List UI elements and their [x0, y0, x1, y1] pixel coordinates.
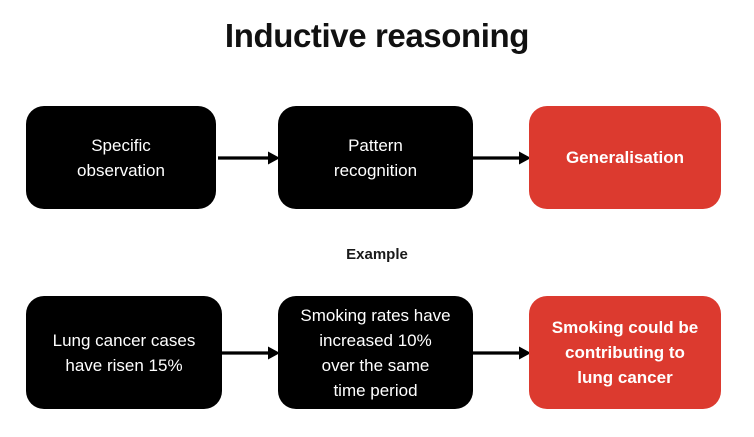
node-label: Smoking could be contributing to lung ca…: [551, 318, 699, 387]
example-section-label: Example: [346, 246, 408, 263]
node-smoking-rates[interactable]: Smoking rates have increased 10% over th…: [278, 296, 473, 409]
node-label: Specific observation: [77, 135, 165, 180]
page-title: Inductive reasoning: [224, 17, 530, 54]
concept-flow-row: Specific observation Pattern recognition…: [0, 106, 754, 209]
node-label: Generalisation: [565, 148, 685, 167]
arrow-pattern-to-generalisation: [471, 147, 531, 169]
arrow-observation-to-pattern: [218, 147, 280, 169]
node-smoking-conclusion[interactable]: Smoking could be contributing to lung ca…: [529, 296, 721, 409]
node-label: Smoking rates have increased 10% over th…: [300, 305, 451, 400]
node-pattern-recognition[interactable]: Pattern recognition: [278, 106, 473, 209]
example-flow-row: Lung cancer cases have risen 15% Smoking…: [0, 296, 754, 409]
node-lung-cancer-cases[interactable]: Lung cancer cases have risen 15%: [26, 296, 222, 409]
node-specific-observation[interactable]: Specific observation: [26, 106, 216, 209]
arrow-cases-to-smoking-rates: [220, 342, 280, 364]
node-generalisation[interactable]: Generalisation: [529, 106, 721, 209]
node-label: Pattern recognition: [333, 135, 418, 180]
node-label: Lung cancer cases have risen 15%: [52, 330, 196, 375]
arrow-smoking-rates-to-conclusion: [471, 342, 531, 364]
